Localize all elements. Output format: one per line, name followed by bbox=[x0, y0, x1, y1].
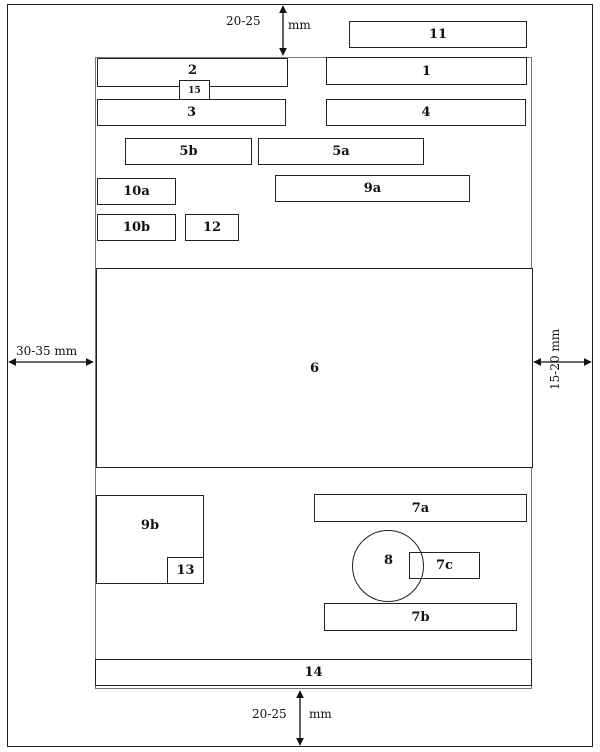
left-margin-label: 30-35 mm bbox=[16, 344, 78, 358]
circle-8 bbox=[352, 530, 424, 602]
box-13: 13 bbox=[167, 557, 204, 584]
bottom-margin-label: 20-25 bbox=[252, 707, 287, 721]
box-4: 4 bbox=[326, 99, 526, 126]
box-5b: 5b bbox=[125, 138, 252, 165]
box-6: 6 bbox=[96, 268, 533, 468]
box-3: 3 bbox=[97, 99, 286, 126]
box-10b: 10b bbox=[97, 214, 176, 241]
page-border bbox=[7, 4, 593, 747]
circle-8-label: 8 bbox=[384, 553, 394, 568]
box-15: 15 bbox=[179, 80, 210, 101]
bottom-margin-unit: mm bbox=[309, 707, 332, 721]
box-7a: 7a bbox=[314, 494, 527, 522]
box-10a: 10a bbox=[97, 178, 176, 205]
right-margin-label: 15-20 mm bbox=[548, 328, 562, 390]
box-11: 11 bbox=[349, 21, 527, 48]
box-7c: 7c bbox=[409, 552, 480, 579]
top-margin-unit: mm bbox=[288, 18, 311, 32]
box-14: 14 bbox=[95, 659, 532, 686]
top-margin-label: 20-25 bbox=[226, 14, 261, 28]
box-1: 1 bbox=[326, 57, 527, 85]
box-9a: 9a bbox=[275, 175, 470, 202]
box-5a: 5a bbox=[258, 138, 424, 165]
box-7b: 7b bbox=[324, 603, 517, 631]
box-12: 12 bbox=[185, 214, 239, 241]
